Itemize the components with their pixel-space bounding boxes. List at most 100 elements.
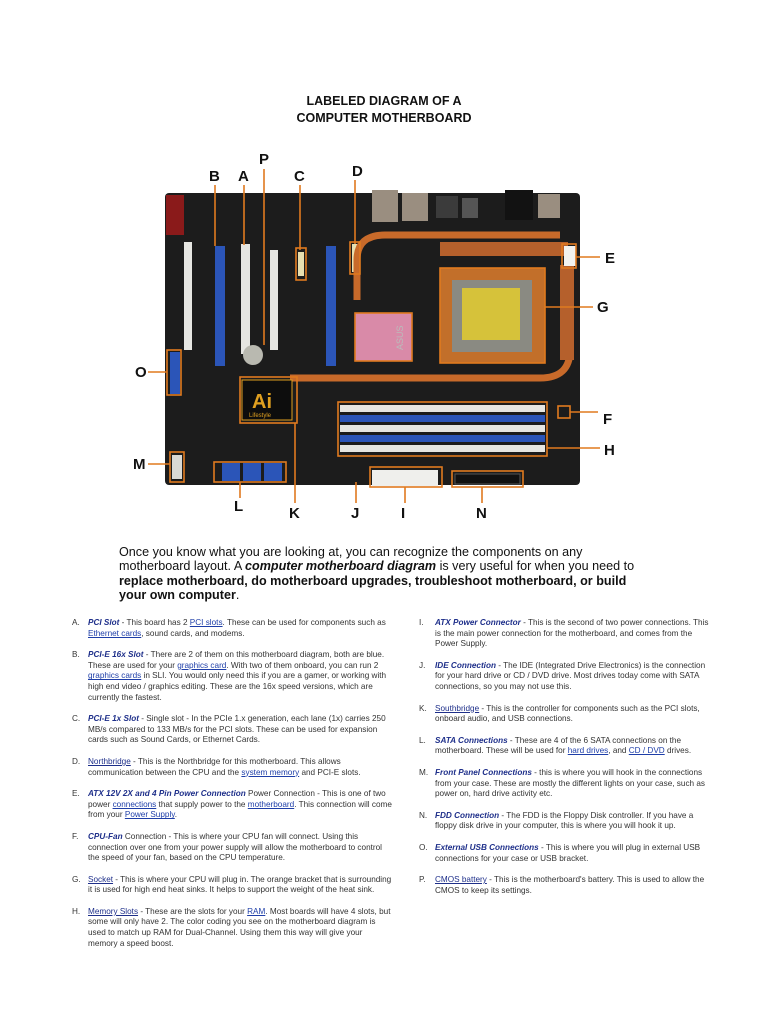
page-title-line-1: LABELED DIAGRAM OF A (306, 94, 462, 108)
item-description: - This is where your CPU will plug in. T… (88, 874, 392, 895)
item-link[interactable]: Ethernet cards (88, 628, 142, 638)
item-letter: B. (72, 650, 80, 660)
item-letter: L. (419, 735, 426, 745)
item-term[interactable]: Northbridge (88, 756, 131, 766)
item-description: - This is the Northbridge for this mothe… (88, 756, 341, 777)
intro-text-1: Once you know what you are looking at, y… (119, 545, 583, 574)
component-item: L.SATA Connections - These are 4 of the … (419, 736, 714, 757)
pci-slot (241, 244, 250, 354)
item-description: - This board has 2 (119, 618, 190, 627)
item-letter: K. (419, 703, 427, 713)
component-list-left: A.PCI Slot - This board has 2 PCI slots.… (72, 618, 392, 960)
component-item: K.Southbridge - This is the controller f… (419, 704, 714, 725)
cpu-socket-lga (462, 288, 520, 340)
item-link[interactable]: motherboard (247, 799, 295, 809)
northbridge-heatsink (355, 313, 412, 361)
item-link[interactable]: graphics card (177, 660, 227, 670)
cmos-battery (243, 345, 263, 365)
item-link[interactable]: system memory (241, 767, 300, 777)
component-item: A.PCI Slot - This board has 2 PCI slots.… (72, 618, 392, 639)
component-item: F.CPU-Fan Connection - This is where you… (72, 832, 392, 864)
leader-lines (148, 169, 600, 503)
pcie-1x-slot (298, 252, 304, 276)
item-link[interactable]: hard drives (567, 746, 609, 756)
item-description: . This connection will come from your (88, 799, 392, 820)
item-term: ATX 12V 2X and 4 Pin Power Connection (88, 789, 246, 799)
component-item: C.PCI-E 1x Slot - Single slot - In the P… (72, 714, 392, 746)
pcie-16x-slot (215, 246, 225, 366)
rear-io-port (505, 190, 533, 220)
item-letter: I. (419, 618, 424, 627)
memory-slot (340, 435, 545, 442)
label-b: B (209, 168, 220, 185)
item-description: Connection - This is where your CPU fan … (88, 831, 382, 863)
item-description: - The FDD is the Floppy Disk controller.… (435, 810, 694, 831)
usb-header (170, 352, 180, 394)
item-letter: E. (72, 789, 80, 799)
rear-io-port (166, 195, 184, 235)
label-h: H (604, 442, 615, 459)
item-link[interactable]: CD / DVD (628, 746, 665, 756)
item-letter: G. (72, 874, 81, 884)
label-p: P (259, 151, 269, 168)
item-term: FDD Connection (435, 810, 500, 820)
label-a: A (238, 168, 249, 185)
component-item: N. FDD Connection - The FDD is the Floppy… (419, 811, 714, 832)
component-item: M.Front Panel Connections - this is wher… (419, 768, 714, 800)
item-description: and PCI-E slots. (299, 767, 361, 777)
pci-slot (270, 250, 278, 350)
intro-text-2: is very useful for when you need to (436, 559, 635, 574)
memory-slot (340, 425, 545, 432)
label-j: J (351, 505, 359, 522)
item-description: . With two of them onboard, you can run … (226, 660, 379, 670)
item-description: . (174, 810, 178, 820)
item-letter: F. (72, 831, 79, 841)
component-item: J.IDE Connection - The IDE (Integrated D… (419, 661, 714, 693)
item-term[interactable]: Socket (88, 874, 114, 884)
label-c: C (294, 168, 305, 185)
item-term: Front Panel Connections (435, 767, 532, 777)
rear-io-port (436, 196, 458, 218)
item-description: in SLI. You would only need this if you … (88, 671, 387, 702)
item-description: - This is the second of two power connec… (435, 618, 709, 649)
item-link[interactable]: connections (112, 799, 157, 809)
heatpipe (353, 231, 560, 300)
intro-emphasis-term: computer motherboard diagram (245, 559, 437, 574)
component-item: P.CMOS battery - This is the motherboard… (419, 875, 714, 896)
component-item: I.ATX Power Connector - This is the seco… (419, 618, 714, 650)
rear-io-port (372, 190, 398, 222)
item-description: - Single slot - In the PCIe 1.x generati… (88, 714, 386, 745)
motherboard-diagram: ASUS Ai Lifestyle (133, 151, 615, 522)
component-item: G. Socket - This is where your CPU will p… (72, 875, 392, 896)
label-o: O (135, 364, 147, 381)
front-panel-connector (172, 455, 182, 479)
intro-paragraph: Once you know what you are looking at, y… (119, 545, 639, 603)
item-term[interactable]: Southbridge (435, 703, 480, 713)
item-description: - This is the motherboard's battery. Thi… (435, 875, 705, 895)
item-link[interactable]: PCI slots (189, 618, 223, 627)
vrm-heatsink (560, 265, 574, 360)
label-f: F (603, 411, 612, 428)
rear-io-port (402, 193, 428, 221)
item-letter: D. (72, 756, 81, 766)
label-k: K (289, 505, 300, 522)
item-term[interactable]: Memory Slots (88, 906, 139, 916)
component-item: E.ATX 12V 2X and 4 Pin Power Connection … (72, 789, 392, 821)
item-letter: J. (419, 660, 426, 670)
brand-text: ASUS (395, 325, 405, 350)
item-link[interactable]: RAM (247, 906, 266, 916)
item-term: IDE Connection (435, 660, 496, 670)
item-letter: A. (72, 618, 80, 627)
item-letter: N. (419, 810, 428, 820)
label-e: E (605, 250, 615, 267)
atx-power-connector (372, 470, 438, 486)
label-g: G (597, 299, 609, 316)
item-link[interactable]: graphics cards (88, 671, 142, 681)
label-l: L (234, 498, 243, 515)
item-description: . These can be used for components such … (222, 618, 386, 627)
item-description: - These are the slots for your (138, 906, 248, 916)
item-link[interactable]: Power Supply (124, 810, 175, 820)
ai-logo-text: Ai (252, 391, 272, 413)
component-item: D. Northbridge - This is the Northbridge … (72, 757, 392, 778)
item-term[interactable]: CMOS battery (435, 875, 487, 885)
